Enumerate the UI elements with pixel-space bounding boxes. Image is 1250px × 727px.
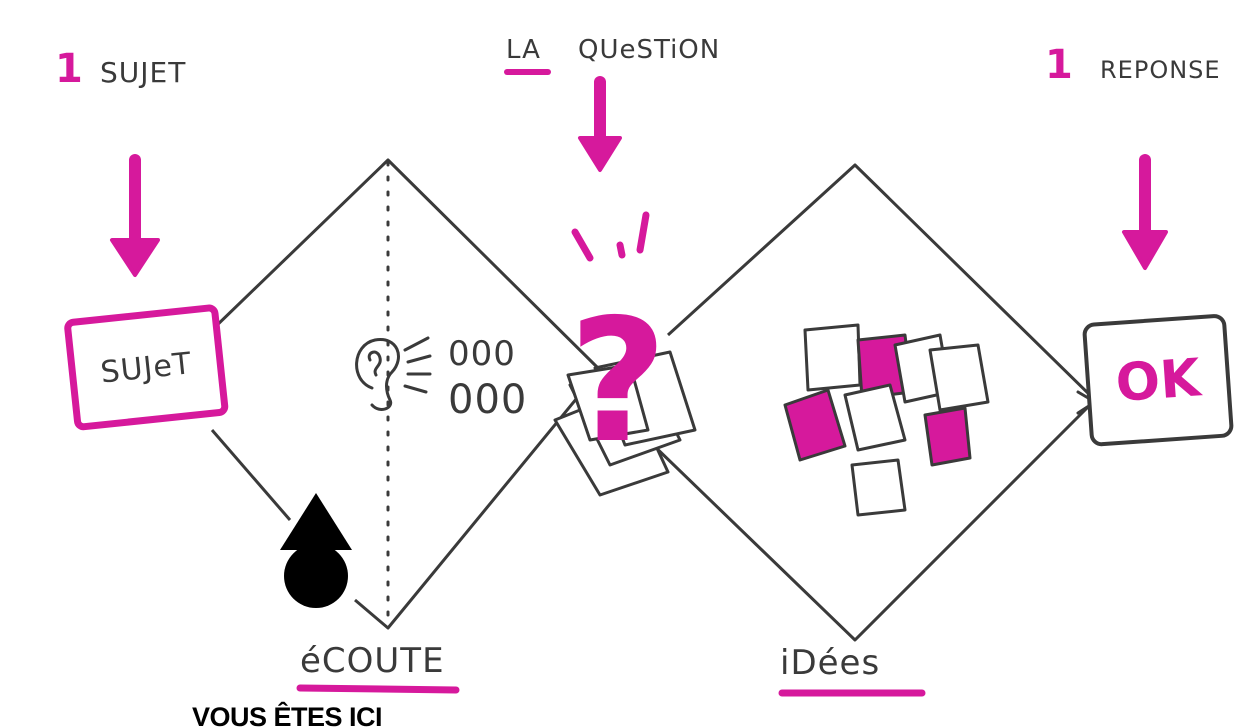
location-pin-icon [280, 493, 352, 608]
subject-box: SUJeT [64, 304, 229, 431]
sticky-note-icon [803, 323, 862, 392]
subject-heading-text: SUJET [100, 56, 186, 89]
sticky-note-icon [850, 458, 907, 517]
question-mark-icon: ? [569, 283, 668, 481]
answer-count: 1 [1045, 42, 1073, 88]
thought-bubbles-row-2: 000 [448, 377, 527, 423]
answer-heading: 1 REPONSE [1045, 42, 1221, 88]
ideas-label: iDées [780, 643, 880, 683]
diamond-discover [210, 158, 602, 630]
sparkle-lines [571, 211, 650, 262]
thought-bubbles-row-1: 000 [448, 334, 516, 374]
subject-count: 1 [55, 46, 83, 92]
down-arrow-icon [1122, 154, 1168, 270]
answer-heading-text: REPONSE [1100, 56, 1221, 84]
down-arrow-icon [110, 154, 160, 277]
question-heading-text: QUeSTiON [578, 35, 720, 65]
sticky-note-icon [923, 406, 972, 467]
sticky-note-icon [928, 343, 990, 412]
sticky-notes [783, 323, 990, 517]
you-are-here-label: VOUS ÊTES ICI [192, 701, 382, 727]
question-article: LA [506, 35, 541, 65]
listen-underline [296, 684, 460, 694]
question-notes [553, 350, 697, 497]
answer-box: OK [1082, 314, 1234, 447]
subject-heading: 1 SUJET [55, 46, 186, 92]
down-arrow-icon [578, 76, 622, 172]
question-heading: LA QUeSTiON [504, 35, 720, 75]
sticky-note-icon [783, 388, 847, 462]
answer-box-label: OK [1114, 348, 1204, 414]
listen-label: éCOUTE [300, 641, 445, 681]
ear-icon [355, 338, 400, 411]
sticky-note-icon [843, 383, 907, 452]
sound-wave-icon [403, 336, 432, 394]
